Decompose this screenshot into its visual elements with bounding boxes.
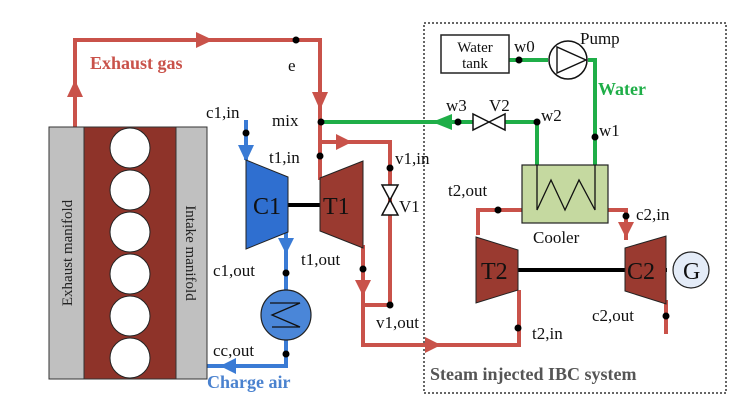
water-tank-label-line2: tank xyxy=(462,56,488,72)
state-label-mix: mix xyxy=(272,111,299,130)
state-label-w1: w1 xyxy=(599,121,620,140)
arrow-right-icon xyxy=(196,32,213,48)
valve-v2-label: V2 xyxy=(489,96,510,115)
generator-label: G xyxy=(683,259,700,285)
intake-manifold-label: Intake manifold xyxy=(182,205,198,301)
charge-air-label: Charge air xyxy=(207,372,290,392)
state-label-e: e xyxy=(288,56,296,75)
water-label: Water xyxy=(598,79,646,99)
cylinder xyxy=(109,127,151,169)
state-label-t2-in: t2,in xyxy=(532,324,563,343)
state-label-cc-out: cc,out xyxy=(213,341,254,360)
state-dot-t2-out xyxy=(494,206,502,214)
state-dot-t1-in xyxy=(316,152,324,160)
exhaust-manifold xyxy=(48,126,85,380)
state-dot-t1-out xyxy=(359,265,367,273)
water-tank-label-line1: Water xyxy=(457,40,492,56)
state-dot-w0 xyxy=(515,56,523,64)
arrow-up-icon xyxy=(67,80,83,97)
state-dot-c1-out xyxy=(282,269,290,277)
state-dot-w1 xyxy=(591,133,599,141)
arrow-down-icon xyxy=(618,222,634,238)
c2-label: C2 xyxy=(627,259,655,285)
state-label-w3: w3 xyxy=(446,96,467,115)
engine-block xyxy=(83,126,177,380)
compressor-c2 xyxy=(624,235,667,305)
cylinder xyxy=(109,169,151,211)
ibc-system-title: Steam injected IBC system xyxy=(430,364,636,384)
valve-v1-label: V1 xyxy=(399,197,420,216)
arrow-down-icon xyxy=(312,92,328,110)
state-dot-mix xyxy=(317,118,325,126)
state-dot-w3 xyxy=(454,118,462,126)
state-dot-c1-in xyxy=(242,129,250,137)
heat-exchanger-icon xyxy=(536,165,596,212)
heat-exchanger-icon xyxy=(270,302,301,328)
generator xyxy=(672,251,710,289)
state-dot-v1-out xyxy=(386,301,394,309)
engine: Exhaust manifold Intake manifold xyxy=(48,126,208,380)
t1-label: T1 xyxy=(323,194,350,220)
state-label-c2-out: c2,out xyxy=(592,306,634,325)
arrow-right-icon xyxy=(425,337,441,353)
pump-to-cooler-pipe xyxy=(588,58,597,165)
state-label-t1-in: t1,in xyxy=(269,148,300,167)
valve-v2-icon[interactable] xyxy=(472,112,506,132)
state-label-t2-out: t2,out xyxy=(448,181,487,200)
state-dot-c2-out xyxy=(662,312,670,320)
turbine-t1 xyxy=(319,160,364,249)
valve-v1-icon[interactable] xyxy=(380,184,400,216)
state-dot-e xyxy=(292,36,300,44)
state-label-w2: w2 xyxy=(541,106,562,125)
cylinder xyxy=(109,295,151,337)
exhaust-manifold-label: Exhaust manifold xyxy=(60,199,76,306)
arrow-down-icon xyxy=(278,238,294,254)
cylinders xyxy=(109,127,151,379)
turbine-t2 xyxy=(475,236,519,304)
state-dot-w2 xyxy=(533,118,541,126)
arrow-down-icon xyxy=(355,280,371,296)
arrow-down-icon xyxy=(238,145,254,162)
water-tank xyxy=(440,34,510,74)
pump-label: Pump xyxy=(580,29,620,48)
charge-air-cooler xyxy=(260,289,312,341)
state-dot-cc-out xyxy=(282,350,290,358)
state-label-w0: w0 xyxy=(514,37,535,56)
state-label-c2-in: c2,in xyxy=(636,205,670,224)
state-dot-c2-in xyxy=(622,212,630,220)
state-label-v1-in: v1,in xyxy=(395,149,430,168)
cylinder xyxy=(109,253,151,295)
state-label-c1-in: c1,in xyxy=(206,103,240,122)
c1-label: C1 xyxy=(253,194,281,220)
state-label-c1-out: c1,out xyxy=(213,261,255,280)
state-label-v1-out: v1,out xyxy=(376,313,419,332)
arrow-left-icon xyxy=(220,358,236,374)
state-points xyxy=(242,36,670,358)
arrow-right-icon xyxy=(336,134,352,150)
t2-outlet-pipe xyxy=(476,208,522,235)
pump-icon xyxy=(556,45,588,75)
exhaust-gas-label: Exhaust gas xyxy=(90,53,183,73)
state-label-t1-out: t1,out xyxy=(301,250,340,269)
cylinder xyxy=(109,211,151,253)
compressor-c1 xyxy=(245,159,289,250)
cooler-label: Cooler xyxy=(533,228,580,247)
cylinder xyxy=(109,337,151,379)
cooler xyxy=(521,164,609,224)
state-dot-t2-in xyxy=(514,324,522,332)
state-dot-v1-in xyxy=(386,164,394,172)
arrow-left-icon xyxy=(432,114,452,130)
t2-label: T2 xyxy=(481,259,508,285)
intake-manifold xyxy=(175,126,208,380)
